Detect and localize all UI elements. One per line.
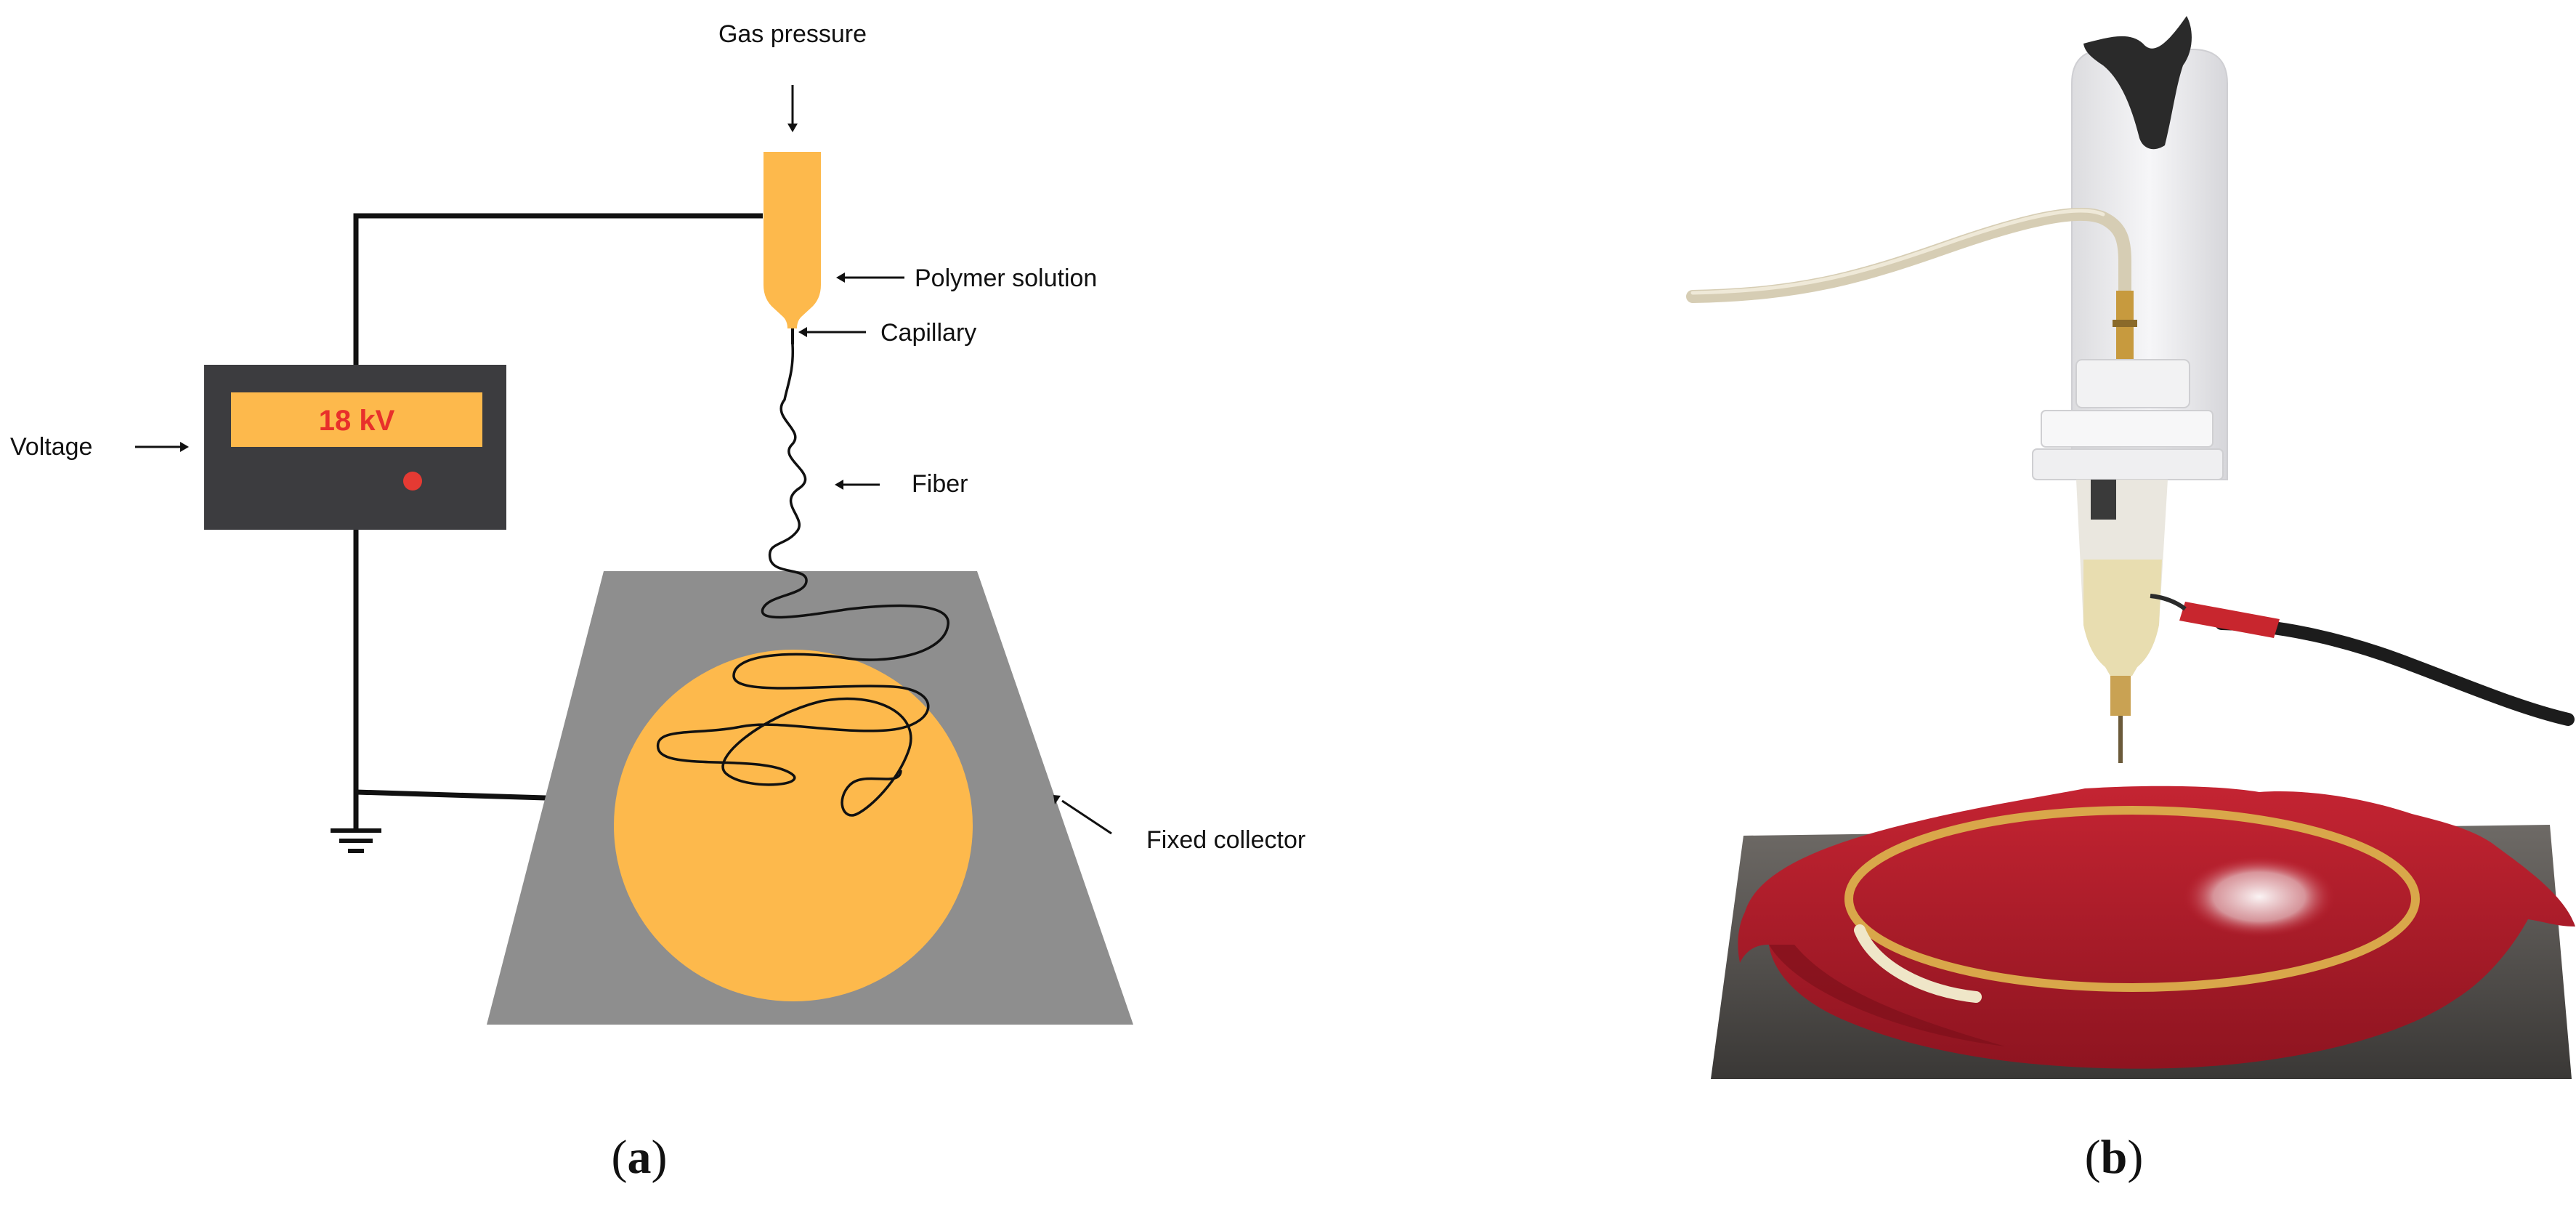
wires	[353, 213, 763, 831]
polymer-liquid	[2083, 560, 2162, 676]
label-gas-pressure: Gas pressure	[718, 20, 867, 48]
label-fixed-collector: Fixed collector	[1146, 826, 1305, 854]
collector-target	[614, 650, 973, 1001]
voltage-display-value: 18 kV	[319, 405, 395, 437]
fabric-fold	[1769, 945, 2005, 1046]
rubber-stopper	[2083, 16, 2192, 150]
label-polymer-solution: Polymer solution	[915, 265, 1097, 292]
fiber	[657, 344, 949, 817]
ground-icon	[331, 828, 381, 853]
embroidery-hoop	[1844, 806, 2420, 992]
gas-tube-highlight	[1690, 209, 2105, 295]
gas-tube	[1686, 208, 2131, 304]
indicator-light	[403, 472, 422, 491]
caption-b: (b)	[2085, 1131, 2144, 1184]
label-capillary: Capillary	[880, 319, 976, 347]
voltage-supply: 18 kV	[204, 365, 506, 530]
wire-to-syringe	[353, 213, 763, 367]
brass-connector-ring	[2113, 320, 2137, 327]
wire-to-collector	[355, 789, 570, 802]
hoop-edge	[1854, 924, 1982, 1003]
panel-b-photo	[1686, 16, 2575, 1079]
clamp-base	[2032, 448, 2224, 480]
label-arrows	[135, 85, 1112, 835]
fiber-deposit	[2183, 856, 2336, 937]
clamp-upper	[2075, 359, 2190, 408]
voltage-display	[231, 392, 482, 447]
caption-a: (a)	[612, 1131, 668, 1184]
clip-wire	[2150, 594, 2187, 611]
syringe-polymer-solution	[764, 152, 821, 328]
label-voltage: Voltage	[10, 433, 92, 461]
syringe-plunger	[2091, 480, 2116, 520]
cable-clip	[2179, 602, 2280, 638]
needle-hub	[2110, 676, 2131, 716]
voltage-supply-box	[204, 365, 506, 530]
voltage-cable	[2215, 617, 2575, 726]
panel-a-schematic: 18 kV Gas pressure Po	[10, 20, 1305, 1025]
clamp-lower	[2041, 410, 2214, 448]
label-fiber: Fiber	[912, 470, 968, 498]
